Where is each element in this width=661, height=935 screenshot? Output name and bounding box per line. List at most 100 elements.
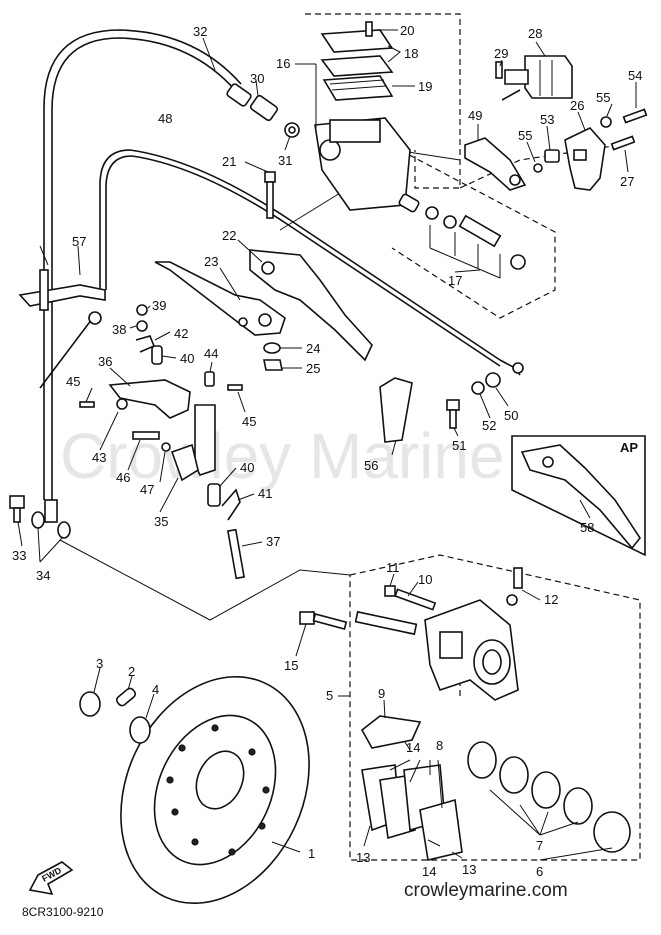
seal-7b — [499, 756, 529, 794]
bolt-51-head — [446, 399, 460, 411]
leader-28 — [535, 41, 546, 57]
caliper-side — [439, 631, 463, 659]
callout-37: 37 — [266, 534, 280, 549]
callout-13b: 13 — [462, 862, 476, 877]
nut-25 — [263, 359, 283, 371]
leader-3 — [93, 667, 101, 693]
bolt-15-shank — [312, 612, 348, 630]
fwd-arrow-icon — [28, 861, 74, 896]
lever-23-pin — [238, 317, 248, 327]
callout-36: 36 — [98, 354, 112, 369]
disc-hole-h — [248, 748, 256, 756]
bolt-27 — [610, 135, 636, 151]
parking-cable — [39, 314, 96, 389]
leader-29 — [499, 59, 503, 67]
spring-42 — [135, 335, 156, 353]
pin-45a — [79, 401, 95, 408]
leader-1 — [271, 841, 301, 853]
disc-hole-i — [211, 724, 219, 732]
brake-disc-1 — [120, 675, 310, 905]
site-text: crowleymarine.com — [404, 880, 568, 901]
callout-11: 11 — [386, 560, 400, 575]
washer-47 — [161, 442, 171, 452]
banjo-bolt-33-shank — [13, 507, 21, 523]
label-56 — [379, 377, 413, 443]
leader-35 — [159, 477, 179, 513]
bolt-15-head — [299, 611, 315, 625]
leader-22 — [237, 239, 263, 263]
kit-17-leaders — [429, 225, 501, 279]
callout-31: 31 — [278, 153, 292, 168]
disc-hole-b — [166, 776, 174, 784]
disc-1-inner — [153, 714, 277, 866]
leader-13b — [451, 851, 463, 859]
pad-14b — [419, 798, 463, 861]
banjo-bolt-33-head — [9, 495, 25, 509]
callout-42: 42 — [174, 326, 188, 341]
brake-hose-32 — [51, 37, 236, 500]
callout-32: 32 — [193, 24, 207, 39]
lever-58 — [520, 444, 641, 550]
leader-15 — [295, 623, 307, 657]
disc-1-hub — [195, 750, 245, 810]
nut-38 — [136, 320, 148, 332]
hose-fitting-30a — [226, 83, 252, 107]
leader-11 — [389, 573, 395, 587]
pin-2 — [115, 687, 137, 707]
callout-19: 19 — [418, 79, 432, 94]
leader-47 — [159, 451, 166, 483]
leader-58 — [579, 499, 591, 519]
ap-label: AP — [620, 440, 638, 455]
pin-45b — [227, 384, 243, 391]
caliper-bolt — [354, 610, 418, 636]
callout-35: 35 — [154, 514, 168, 529]
screw-29 — [495, 61, 503, 79]
caliper-assembly-dashed-box — [349, 554, 641, 861]
leader-31 — [284, 135, 291, 151]
caliper-leader-line — [59, 539, 351, 621]
callout-54: 54 — [628, 68, 642, 83]
brake-hose-32-outline — [43, 29, 242, 500]
callout-26: 26 — [570, 98, 584, 113]
callout-49: 49 — [468, 108, 482, 123]
leader-10 — [407, 581, 419, 597]
hose-lower-fitting — [44, 499, 58, 523]
callout-15: 15 — [284, 658, 298, 673]
collar-53 — [544, 149, 560, 163]
lever-58-pivot — [542, 456, 554, 468]
disc-hole-e — [228, 848, 236, 856]
bracket-35 — [170, 443, 199, 482]
seal-7c — [531, 771, 561, 809]
leader-23 — [219, 267, 241, 301]
leader-clamp — [39, 245, 49, 266]
leader-6 — [539, 847, 613, 861]
seal-7a — [467, 741, 497, 779]
callout-8: 8 — [436, 738, 443, 753]
bolt-46 — [132, 431, 160, 440]
callout-45a: 45 — [66, 374, 80, 389]
washer-24 — [263, 342, 281, 354]
diagram-code: 8CR3100-9210 — [22, 905, 104, 919]
callout-33: 33 — [12, 548, 26, 563]
disc-hole-g — [262, 786, 270, 794]
leader-38 — [129, 325, 137, 329]
leader-43 — [99, 411, 119, 451]
callout-3: 3 — [96, 656, 103, 671]
brake-lever-22 — [249, 249, 373, 362]
pin-44 — [204, 371, 215, 387]
disc-hole-d — [191, 838, 199, 846]
leader-2 — [127, 675, 133, 691]
callout-40a: 40 — [180, 351, 194, 366]
bolt-21-head — [264, 171, 276, 183]
washer-31-hole — [288, 126, 296, 134]
leader-13a — [363, 825, 371, 847]
callout-57: 57 — [72, 234, 86, 249]
callout-12: 12 — [544, 592, 558, 607]
bracket-26-slot — [573, 149, 587, 161]
callout-50: 50 — [504, 408, 518, 423]
piston-6 — [593, 811, 631, 853]
leader-17 — [454, 269, 481, 273]
collar-4 — [129, 716, 151, 744]
snap-ring-3 — [79, 691, 101, 717]
